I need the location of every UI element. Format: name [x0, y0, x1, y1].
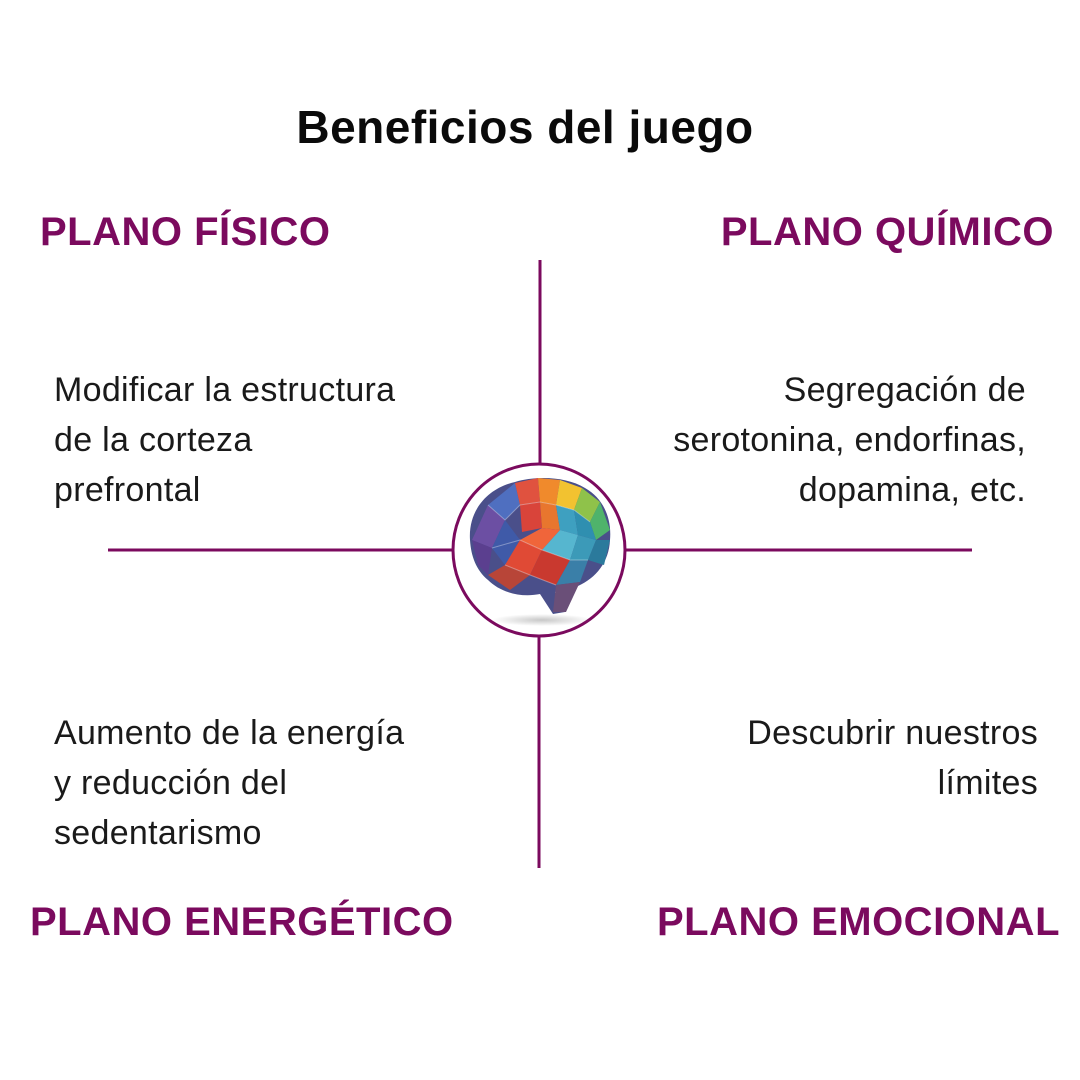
brain-icon — [451, 462, 627, 638]
description-plano-energetico: Aumento de la energía y reducción del se… — [54, 714, 405, 852]
heading-plano-emocional: PLANO EMOCIONAL — [656, 900, 1060, 944]
description-plano-fisico: Modificar la estructura de la corteza pr… — [54, 371, 396, 509]
description-plano-emocional: Descubrir nuestros límites — [747, 714, 1038, 802]
heading-plano-quimico: PLANO QUÍMICO — [720, 210, 1054, 254]
heading-plano-energetico: PLANO ENERGÉTICO — [30, 900, 454, 944]
page-title: Beneficios del juego — [296, 101, 754, 153]
heading-plano-fisico: PLANO FÍSICO — [40, 210, 331, 254]
description-plano-quimico: Segregación de serotonina, endorfinas, d… — [673, 371, 1026, 509]
